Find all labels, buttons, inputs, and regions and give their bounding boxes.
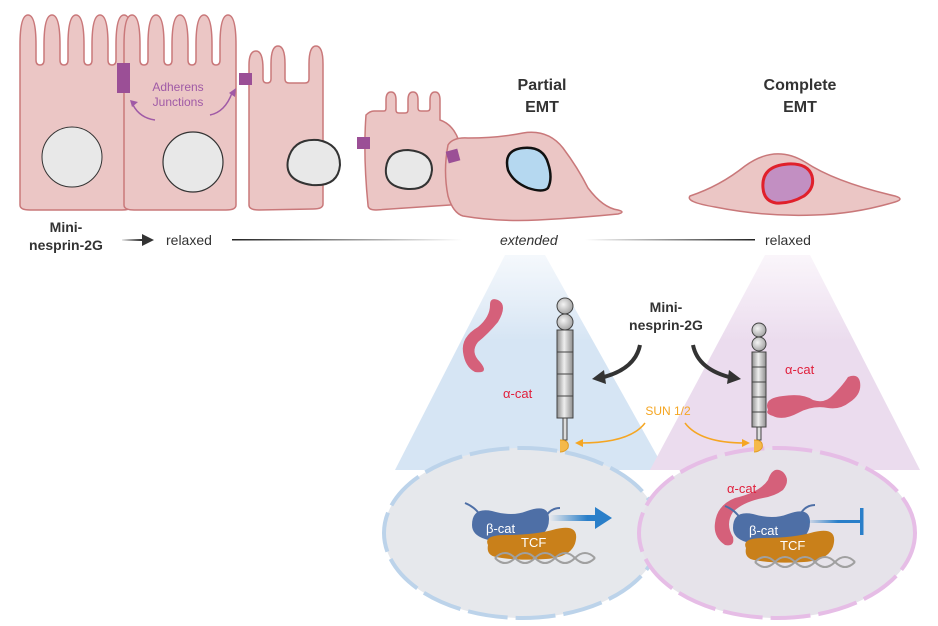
alpha-cat-cytoplasmic-partial: [462, 299, 503, 373]
inhibition-line: [805, 520, 860, 523]
tcf-label-complete: TCF: [780, 538, 805, 553]
sun-arrow-left: [579, 422, 646, 444]
inhibition-bar-icon: [860, 508, 864, 535]
partial-emt-title-1: Partial: [518, 77, 567, 94]
epithelial-cell-1: [19, 14, 133, 211]
adherens-junction: [239, 73, 252, 85]
mini-nesprin-relaxed: [751, 322, 767, 453]
arrow-right-icon: [122, 234, 154, 246]
beta-cat-label-partial: β-cat: [486, 521, 516, 536]
complete-emt-title-1: Complete: [764, 77, 837, 94]
tcf-partial: TCF: [487, 527, 577, 560]
alpha-cat-label-complete-cyto: α-cat: [785, 362, 815, 377]
mini-nesprin-extended: [556, 297, 574, 453]
state-line-left: [232, 239, 462, 241]
mini-nesprin-label-2: nesprin-2G: [29, 237, 103, 253]
state-relaxed-right: relaxed: [765, 232, 811, 248]
epithelial-cell-4: [364, 91, 461, 211]
epithelial-cell-3: [248, 45, 342, 211]
nucleus: [286, 138, 342, 187]
nucleus: [162, 131, 224, 193]
beta-cat-label-complete: β-cat: [749, 523, 779, 538]
complete-emt-title-2: EMT: [783, 99, 817, 116]
junction-arrow-left: [132, 104, 156, 121]
dna-complete: [754, 556, 856, 568]
curved-arrow-right-icon: [691, 344, 734, 380]
zoom-cone-complete: [650, 255, 920, 470]
partial-emt-title-2: EMT: [525, 99, 559, 116]
adherens-label-2: Junctions: [153, 95, 204, 109]
nucleus: [384, 148, 434, 191]
complete-emt-cell: [688, 153, 901, 217]
nucleus: [41, 126, 103, 188]
zoom-cone-partial: [395, 255, 665, 470]
adherens-junction: [117, 63, 130, 93]
alpha-cat-cytoplasmic-complete: [767, 375, 861, 418]
epithelial-cell-2: [123, 14, 237, 211]
state-relaxed-left: relaxed: [166, 232, 212, 248]
tcf-complete: TCF: [745, 530, 835, 563]
alpha-cat-label-partial: α-cat: [503, 386, 533, 401]
alpha-cat-nuclear: [714, 469, 787, 546]
nucleus-complete: [761, 162, 815, 205]
alpha-cat-label-complete-nuc: α-cat: [727, 481, 757, 496]
adherens-label-1: Adherens: [152, 80, 203, 94]
adherens-junction: [445, 148, 461, 164]
dna-partial: [494, 552, 596, 564]
partial-emt-cell: [444, 131, 623, 222]
sun-label: SUN 1/2: [645, 404, 691, 418]
sun-arrow-right: [684, 422, 746, 444]
tcf-label-partial: TCF: [521, 535, 546, 550]
nucleus-partial: [505, 146, 552, 192]
state-extended: extended: [500, 232, 559, 248]
curved-arrow-left-icon: [599, 344, 642, 380]
activation-arrow-icon: [550, 507, 612, 529]
junction-arrow-right: [209, 92, 233, 116]
center-mini-nesprin-1: Mini-: [650, 299, 683, 315]
state-line-right: [585, 239, 755, 241]
mini-nesprin-label-1: Mini-: [50, 219, 83, 235]
adherens-junction: [357, 137, 370, 149]
center-mini-nesprin-2: nesprin-2G: [629, 317, 703, 333]
